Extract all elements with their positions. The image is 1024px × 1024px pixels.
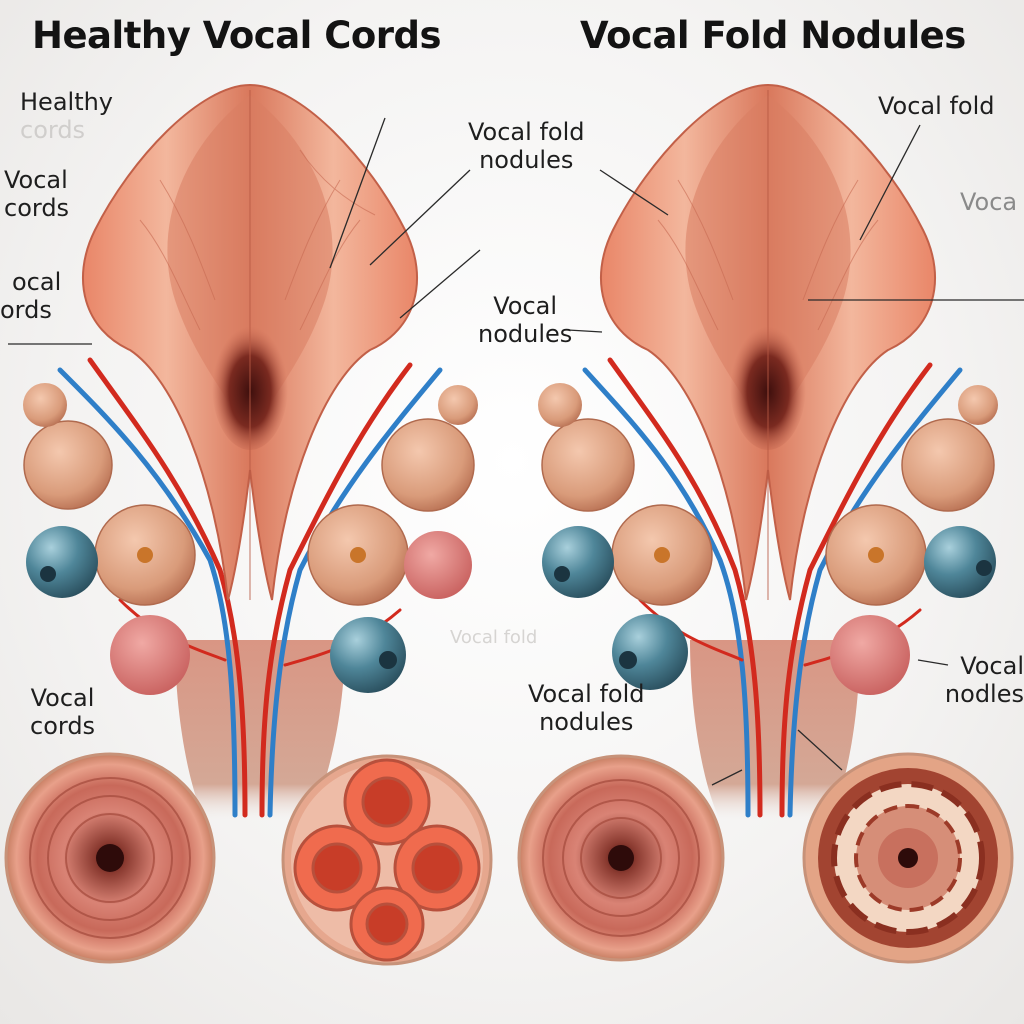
- cross-section-healthy-1: [4, 752, 216, 964]
- label-vocal-fold-right-top: Vocal fold: [878, 92, 995, 120]
- cross-section-nodules-1: [517, 754, 725, 962]
- label-line: Vocal fold: [468, 118, 585, 146]
- label-vocal-fold-nodules-lower: Vocal fold nodules: [528, 680, 644, 736]
- label-line: Vocal: [960, 652, 1024, 680]
- label-line: Vocal: [30, 684, 95, 712]
- label-line: ords: [0, 296, 52, 324]
- label-line: ocal: [12, 268, 62, 296]
- label-vocal-fold-nodules-top: Vocal fold nodules: [468, 118, 584, 174]
- cross-section-healthy-2: [281, 754, 493, 966]
- label-vocal-fold-ghost: Vocal fold: [450, 627, 538, 648]
- label-vocal-nodules-mid: Vocal nodules: [478, 292, 572, 348]
- label-line: Vocal: [4, 166, 68, 194]
- label-line: nodules: [478, 320, 573, 348]
- label-vocal-cords-lower: Vocal cords: [30, 684, 95, 740]
- label-vocal-cords-mid: ocal ords: [0, 268, 61, 324]
- cross-section-nodules-2: [802, 752, 1014, 964]
- label-line: cords: [30, 712, 96, 740]
- leader-lines: [8, 117, 1024, 786]
- healthy-larynx: [23, 83, 478, 820]
- label-line: Healthy: [20, 88, 114, 116]
- label-line: nodles: [944, 680, 1024, 708]
- label-vocal-nodules-right-lower: Vocal nodles: [944, 652, 1024, 708]
- title-vocal-fold-nodules: Vocal Fold Nodules: [580, 14, 966, 57]
- nodules-larynx: [538, 83, 998, 820]
- label-line: nodules: [479, 146, 574, 174]
- label-vocal-right-cut: Voca: [960, 188, 1018, 216]
- label-line: Vocal fold: [528, 680, 645, 708]
- title-healthy-vocal-cords: Healthy Vocal Cords: [32, 14, 442, 57]
- label-line: cords: [4, 194, 70, 222]
- label-line: cords: [20, 116, 86, 144]
- label-vocal-cords-upper: Vocal cords: [4, 166, 69, 222]
- label-line: nodules: [539, 708, 634, 736]
- label-healthy-cords: Healthy cords: [20, 88, 113, 144]
- label-line: Vocal: [493, 292, 558, 320]
